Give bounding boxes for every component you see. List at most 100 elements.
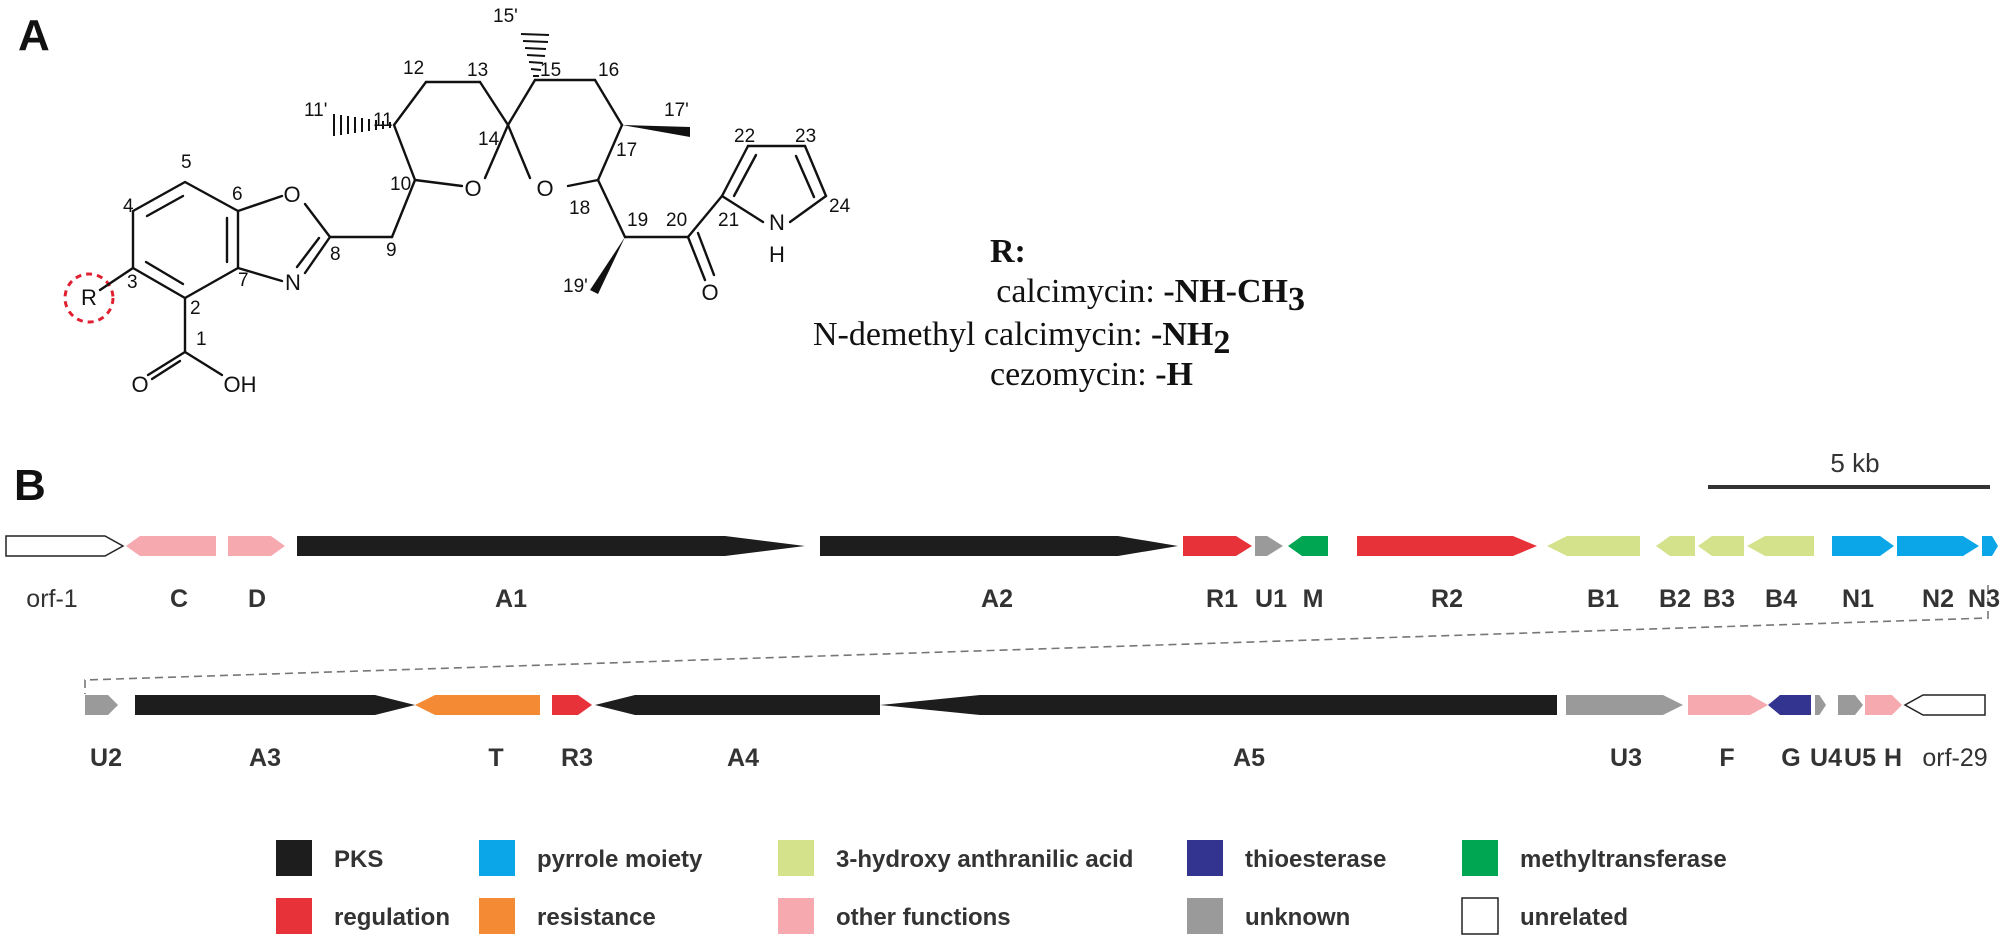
- carbon-number-6: 6: [232, 184, 243, 205]
- carbon-number-8: 8: [330, 244, 341, 265]
- atom-o-ring2: O: [536, 176, 553, 201]
- carbon-number-19p: 19': [563, 276, 588, 297]
- carbon-number-11p: 11': [304, 100, 327, 121]
- gene-label-U4: U4: [1810, 744, 1842, 772]
- bond-n-7: [236, 266, 284, 283]
- bond-o2-14: [506, 123, 532, 180]
- carbon-number-23: 23: [795, 126, 816, 147]
- carbon-number-4: 4: [123, 196, 134, 217]
- gene-label-U5: U5: [1844, 744, 1876, 772]
- legend-label-unrelated: unrelated: [1520, 904, 1628, 931]
- gene-arrow-A3: [135, 695, 415, 715]
- r-row-calcimycin: calcimycin: -NH-CH3: [996, 273, 1305, 318]
- double-bond-1-o: [150, 359, 182, 381]
- hashed-bond-15: [520, 33, 550, 77]
- carbon-number-9: 9: [386, 240, 397, 261]
- gene-label-R1: R1: [1206, 585, 1238, 613]
- gene-label-M: M: [1303, 585, 1324, 613]
- bond-8-n: [303, 235, 332, 275]
- carbon-number-15: 15: [540, 60, 561, 81]
- bond-24-n: [788, 194, 828, 224]
- r-group-table: R: calcimycin: -NH-CH3 N-demethyl calcim…: [813, 233, 1305, 393]
- r-row-cezomycin-group: -H: [1155, 356, 1193, 393]
- legend-label-other: other functions: [836, 904, 1011, 931]
- bond-9-10: [390, 178, 417, 239]
- bond-16-17: [593, 78, 624, 127]
- gene-arrow-N2: [1897, 536, 1979, 556]
- atom-h-pyrrole: H: [769, 242, 785, 267]
- bond-o-8: [303, 202, 332, 239]
- hashed-bond-11: [333, 114, 391, 136]
- atom-o-ring1: O: [464, 176, 481, 201]
- atom-r-group: R: [81, 285, 97, 310]
- carbon-number-1: 1: [196, 329, 207, 350]
- bond-1-oh: [183, 350, 224, 377]
- atom-oh-acid: OH: [224, 372, 257, 397]
- carbon-number-14: 14: [478, 129, 500, 150]
- r-group-heading: R:: [990, 233, 1026, 270]
- scale-bar-label: 5 kb: [1830, 448, 1879, 478]
- gene-label-B3: B3: [1703, 585, 1735, 613]
- double-bond-4-5: [145, 194, 185, 218]
- double-bond-23-24: [794, 154, 816, 199]
- gene-arrow-R3: [552, 695, 592, 715]
- wedge-bond-19: [590, 237, 625, 294]
- gene-label-D: D: [248, 585, 266, 613]
- legend-swatch-pyrrole: [479, 840, 515, 876]
- gene-arrow-B2: [1656, 536, 1695, 556]
- legend-label-resistance: resistance: [537, 904, 656, 931]
- gene-label-B4: B4: [1765, 585, 1797, 613]
- legend-label-unknown: unknown: [1245, 904, 1350, 931]
- panel-label-a: A: [18, 11, 50, 60]
- row-connector: [84, 585, 1989, 694]
- r-row-cezomycin: cezomycin: -H: [990, 356, 1193, 393]
- gene-arrow-orf29: [1903, 694, 1986, 716]
- r-row-demethyl-sub: 2: [1213, 324, 1230, 361]
- legend-swatch-methyltransferase: [1462, 840, 1498, 876]
- bond-17-18: [596, 123, 624, 182]
- legend-label-methyltransferase: methyltransferase: [1520, 846, 1727, 873]
- r-row-demethyl-group: -NH: [1151, 316, 1213, 353]
- carbon-number-5: 5: [181, 152, 192, 173]
- gene-label-F: F: [1719, 744, 1734, 772]
- bond-13-14: [478, 80, 510, 127]
- atom-n-pyrrole: N: [769, 210, 785, 235]
- legend-swatch-other: [778, 898, 814, 934]
- gene-arrow-U4: [1815, 695, 1826, 715]
- gene-label-orf1: orf-1: [26, 585, 77, 613]
- bond-o2-18: [566, 178, 600, 188]
- carbon-number-15p: 15': [493, 6, 518, 27]
- scale-bar: 5 kb: [1708, 448, 1990, 489]
- legend-swatch-regulation: [276, 898, 312, 934]
- gene-label-B2: B2: [1659, 585, 1691, 613]
- double-bond-2-3: [144, 260, 185, 286]
- panel-label-b: B: [14, 461, 46, 510]
- r-row-cezomycin-name: cezomycin:: [990, 356, 1155, 393]
- r-row-demethyl: N-demethyl calcimycin: -NH2: [813, 316, 1230, 361]
- bond-23-24: [803, 144, 828, 198]
- carbon-number-18: 18: [569, 198, 590, 219]
- bond-14-o1: [483, 123, 510, 180]
- gene-label-R2: R2: [1431, 585, 1463, 613]
- bond-1-o: [146, 350, 187, 377]
- bond-21-22: [720, 144, 750, 198]
- r-group-highlight: [63, 272, 115, 324]
- gene-arrow-orf1: [5, 535, 125, 557]
- gene-label-B1: B1: [1587, 585, 1619, 613]
- atom-n-oxazole: N: [285, 270, 301, 295]
- double-bond-21-22: [732, 153, 758, 198]
- gene-label-A5: A5: [1233, 744, 1265, 772]
- atom-o-ketone: O: [701, 280, 718, 305]
- carbon-number-11: 11: [373, 110, 393, 131]
- bond-6-o: [236, 194, 284, 213]
- gene-arrow-U2: [85, 695, 118, 715]
- gene-arrow-R2: [1357, 536, 1537, 556]
- bond-10-11: [392, 123, 417, 182]
- carbon-number-20: 20: [666, 210, 687, 231]
- legend-swatch-unknown: [1187, 898, 1223, 934]
- gene-arrow-U1: [1255, 536, 1283, 556]
- gene-label-T: T: [488, 744, 503, 772]
- r-row-calcimycin-name: calcimycin:: [996, 273, 1163, 310]
